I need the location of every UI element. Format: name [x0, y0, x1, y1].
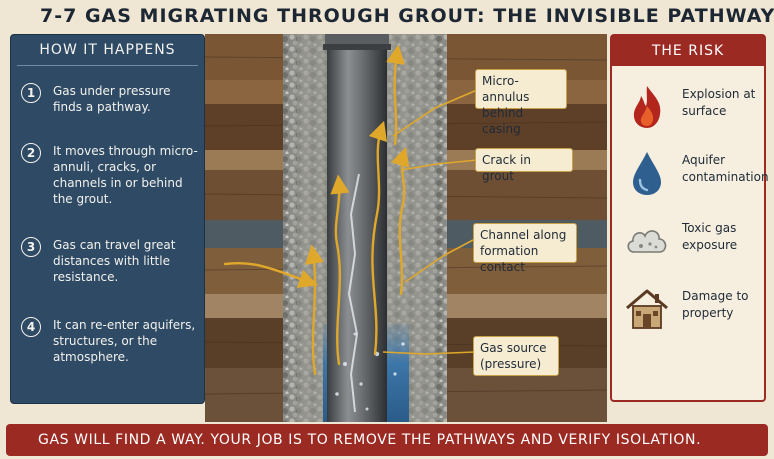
how-it-happens-panel: HOW IT HAPPENS 1 Gas under pressure find…: [10, 34, 205, 404]
how-it-happens-heading: HOW IT HAPPENS: [17, 35, 198, 66]
callout-crack: Crack in grout: [475, 148, 573, 183]
risk-item-aquifer: Aquifer contamination: [616, 144, 769, 204]
risk-item-toxic-gas: Toxic gas exposure: [616, 212, 764, 272]
step-number: 1: [21, 83, 41, 103]
risk-label: Toxic gas exposure: [682, 221, 738, 252]
risk-item-explosion: Explosion at surface: [616, 78, 764, 138]
the-risk-heading: THE RISK: [612, 36, 764, 66]
risk-item-property: Damage to property: [616, 280, 764, 340]
risk-label: Damage to property: [682, 289, 749, 320]
callout-gas-source: Gas source (pressure): [473, 336, 559, 376]
bottom-banner: GAS WILL FIND A WAY. YOUR JOB IS TO REMO…: [6, 424, 768, 456]
well-cross-section: Micro-annulus behind casing Crack in gro…: [204, 34, 608, 422]
crack-line: [347, 173, 360, 413]
step-number: 2: [21, 143, 41, 163]
the-risk-panel: THE RISK Explosion at surface Aquifer co…: [610, 34, 769, 402]
callout-leaders: [382, 89, 478, 355]
water-drop-icon: [633, 152, 661, 195]
risk-label: Explosion at surface: [682, 87, 756, 118]
risk-label: Aquifer contamination: [682, 153, 769, 184]
step-text: It moves through micro-annuli, cracks, o…: [53, 144, 198, 206]
page-title: 7-7 GAS MIGRATING THROUGH GROUT: THE INV…: [40, 5, 774, 27]
callout-channel: Channel along formation contact: [473, 223, 577, 274]
callout-micro-annulus: Micro-annulus behind casing: [475, 69, 567, 136]
toxic-cloud-icon: [627, 230, 667, 253]
step-number: 3: [21, 237, 41, 257]
step-text: It can re-enter aquifers, structures, or…: [53, 318, 196, 364]
step-number: 4: [21, 317, 41, 337]
flame-icon: [633, 86, 661, 128]
house-icon: [626, 289, 668, 329]
gas-bubbles: [335, 332, 405, 411]
step-text: Gas can travel great distances with litt…: [53, 238, 176, 284]
step-text: Gas under pressure finds a pathway.: [53, 84, 171, 114]
